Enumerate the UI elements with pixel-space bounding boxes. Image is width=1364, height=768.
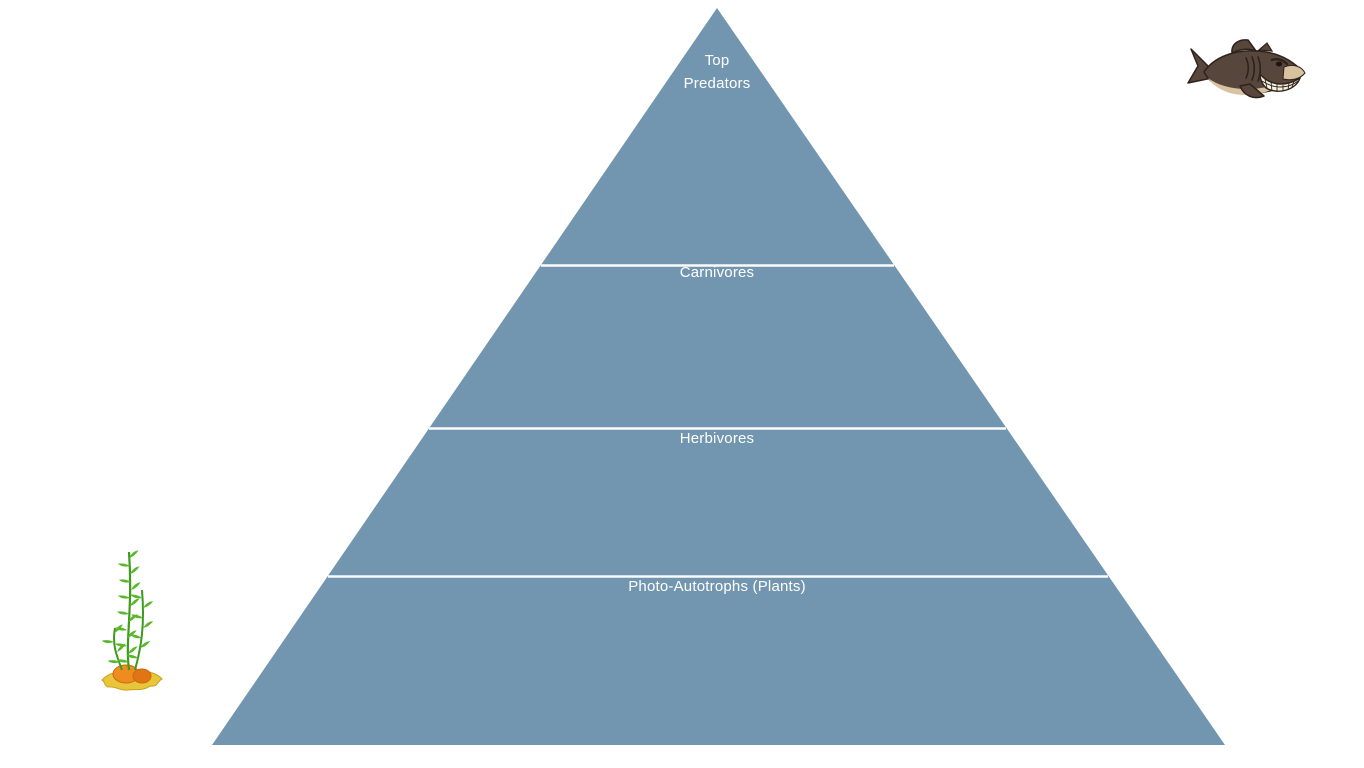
level-label-top-predators: Top Predators	[683, 52, 751, 92]
shark-second-fin	[1257, 42, 1274, 52]
shark-image	[1186, 38, 1310, 102]
shark-pectoral-fin	[1239, 83, 1265, 99]
level-label-carnivores: Carnivores	[679, 264, 755, 281]
shark-brow	[1270, 58, 1289, 66]
level-label-herbivores: Herbivores	[679, 430, 755, 447]
shark-icon	[1187, 39, 1306, 99]
shark-grin	[1259, 72, 1302, 92]
level-label-photo-autotrophs: Photo-Autotrophs (Plants)	[628, 578, 806, 595]
seaweed-icon	[101, 549, 163, 691]
pyramid-shape	[212, 8, 1225, 745]
shark-dorsal-fin	[1231, 39, 1257, 54]
shark-eye	[1275, 61, 1283, 67]
shark-gills	[1245, 56, 1262, 82]
seaweed-stalk-medium	[134, 589, 144, 671]
seaweed-image	[98, 540, 166, 695]
shark-belly	[1208, 78, 1282, 95]
shark-teeth	[1261, 78, 1299, 92]
shark-snout	[1282, 64, 1306, 81]
rock-small	[132, 668, 152, 684]
seaweed-stalk-short	[112, 627, 123, 671]
